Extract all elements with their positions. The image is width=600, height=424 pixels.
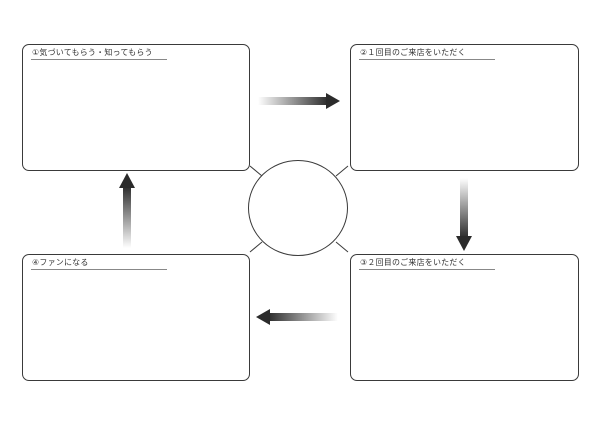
step-title-2: ②１回目のご来店をいただく bbox=[360, 48, 466, 57]
arrow-right-icon bbox=[258, 93, 340, 109]
connector-line-bottom-right bbox=[335, 241, 349, 253]
step-box-4: ④ファンになる bbox=[22, 254, 250, 381]
title-underline bbox=[31, 59, 167, 60]
step-title-4: ④ファンになる bbox=[32, 258, 89, 267]
title-underline bbox=[359, 269, 495, 270]
connector-line-top-right bbox=[335, 165, 349, 177]
step-title-1: ①気づいてもらう・知ってもらう bbox=[32, 48, 153, 57]
step-box-1: ①気づいてもらう・知ってもらう bbox=[22, 44, 250, 171]
connector-line-top-left bbox=[249, 165, 263, 177]
title-underline bbox=[359, 59, 495, 60]
step-box-3: ③２回目のご来店をいただく bbox=[350, 254, 579, 381]
title-underline bbox=[31, 269, 167, 270]
connector-line-bottom-left bbox=[249, 241, 263, 253]
arrow-down-icon bbox=[456, 178, 472, 251]
arrow-left-icon bbox=[256, 309, 338, 325]
arrow-up-icon bbox=[119, 173, 135, 248]
center-circle bbox=[248, 160, 348, 256]
step-box-2: ②１回目のご来店をいただく bbox=[350, 44, 579, 171]
step-title-3: ③２回目のご来店をいただく bbox=[360, 258, 466, 267]
